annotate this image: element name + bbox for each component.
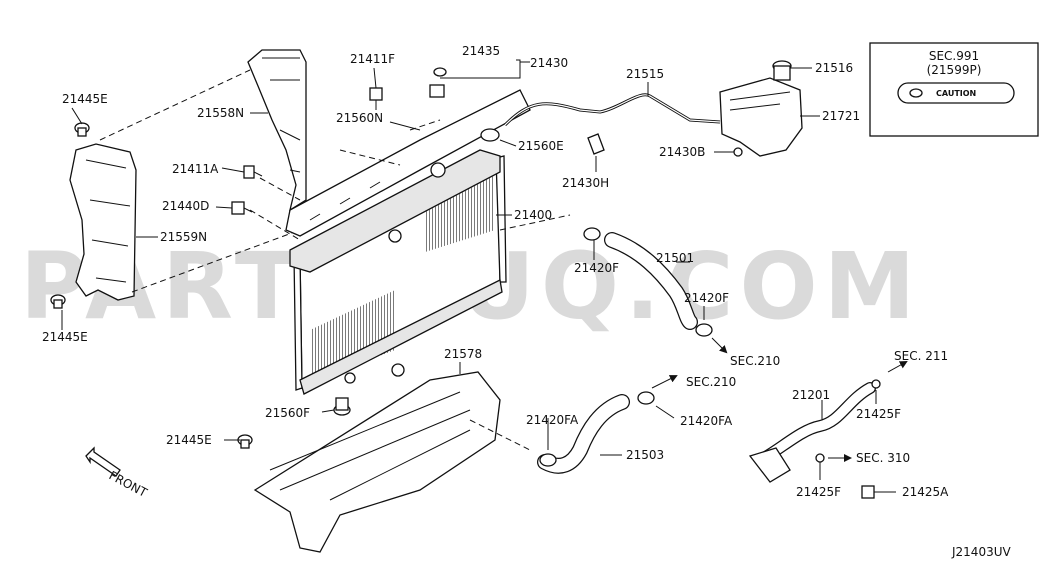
label-21559N: 21559N [160, 230, 207, 244]
diagram-code: J21403UV [951, 545, 1011, 559]
label-21430B: 21430B [659, 145, 705, 159]
label-21440D: 21440D [162, 199, 209, 213]
sec-991-box [869, 42, 1039, 137]
upper-mount-bracket [285, 89, 531, 237]
sec-box-subtitle: (21599P) [927, 63, 982, 77]
label-21201: 21201 [792, 388, 830, 402]
lower-cover-21578 [253, 371, 501, 553]
label-21503: 21503 [626, 448, 664, 462]
bolt-21440D [231, 201, 253, 215]
label-21425F-b: 21425F [796, 485, 841, 499]
upper-hose-21501 [583, 227, 713, 337]
label-21411F: 21411F [350, 52, 395, 66]
label-21445E-bottom: 21445E [42, 330, 88, 344]
air-guide-lower-21559N [69, 143, 137, 301]
mount-21560F [333, 397, 351, 416]
label-21721: 21721 [822, 109, 860, 123]
clip-21445E-mid [237, 434, 253, 449]
sec-box-caution: CAUTION [936, 89, 976, 98]
label-21501: 21501 [656, 251, 694, 265]
label-21411A: 21411A [172, 162, 219, 176]
label-21420F-b: 21420F [684, 291, 729, 305]
reservoir-tank-21721 [719, 60, 803, 157]
clip-21445E-bottom [50, 294, 66, 309]
bolt-21411F [369, 87, 383, 110]
label-21420FA-a: 21420FA [526, 413, 579, 427]
label-21430: 21430 [530, 56, 568, 70]
label-sec210-a: SEC.210 [730, 354, 780, 368]
label-21516: 21516 [815, 61, 853, 75]
air-guide-upper-21558N [247, 49, 307, 212]
label-sec211: SEC. 211 [894, 349, 948, 363]
label-21425A: 21425A [902, 485, 949, 499]
sec-box-title: SEC.991 [929, 49, 979, 63]
radiator-core-21400 [289, 149, 507, 395]
label-21425F-a: 21425F [856, 407, 901, 421]
label-21445E-top: 21445E [62, 92, 108, 106]
label-sec210-b: SEC.210 [686, 375, 736, 389]
label-sec310: SEC. 310 [856, 451, 910, 465]
front-arrow [85, 446, 121, 477]
label-21435: 21435 [462, 44, 500, 58]
label-21560N: 21560N [336, 111, 383, 125]
label-21420FA-b: 21420FA [680, 414, 733, 428]
label-21558N: 21558N [197, 106, 244, 120]
lower-hose-21503 [537, 391, 655, 474]
clip-21445E-top [74, 122, 90, 137]
leader-lines [61, 59, 896, 493]
label-21430H: 21430H [562, 176, 609, 190]
mount-21560E [480, 128, 500, 142]
label-21560F: 21560F [265, 406, 310, 420]
label-21445E-mid: 21445E [166, 433, 212, 447]
bolt-21411A [243, 165, 263, 179]
label-21578: 21578 [444, 347, 482, 361]
label-21400: 21400 [514, 208, 552, 222]
clip-21430H [587, 133, 605, 155]
label-21420F-a: 21420F [574, 261, 619, 275]
front-label: FRONT [107, 468, 150, 500]
label-21560E: 21560E [518, 139, 564, 153]
radiator-cap-21435 [429, 67, 447, 98]
label-21515: 21515 [626, 67, 664, 81]
